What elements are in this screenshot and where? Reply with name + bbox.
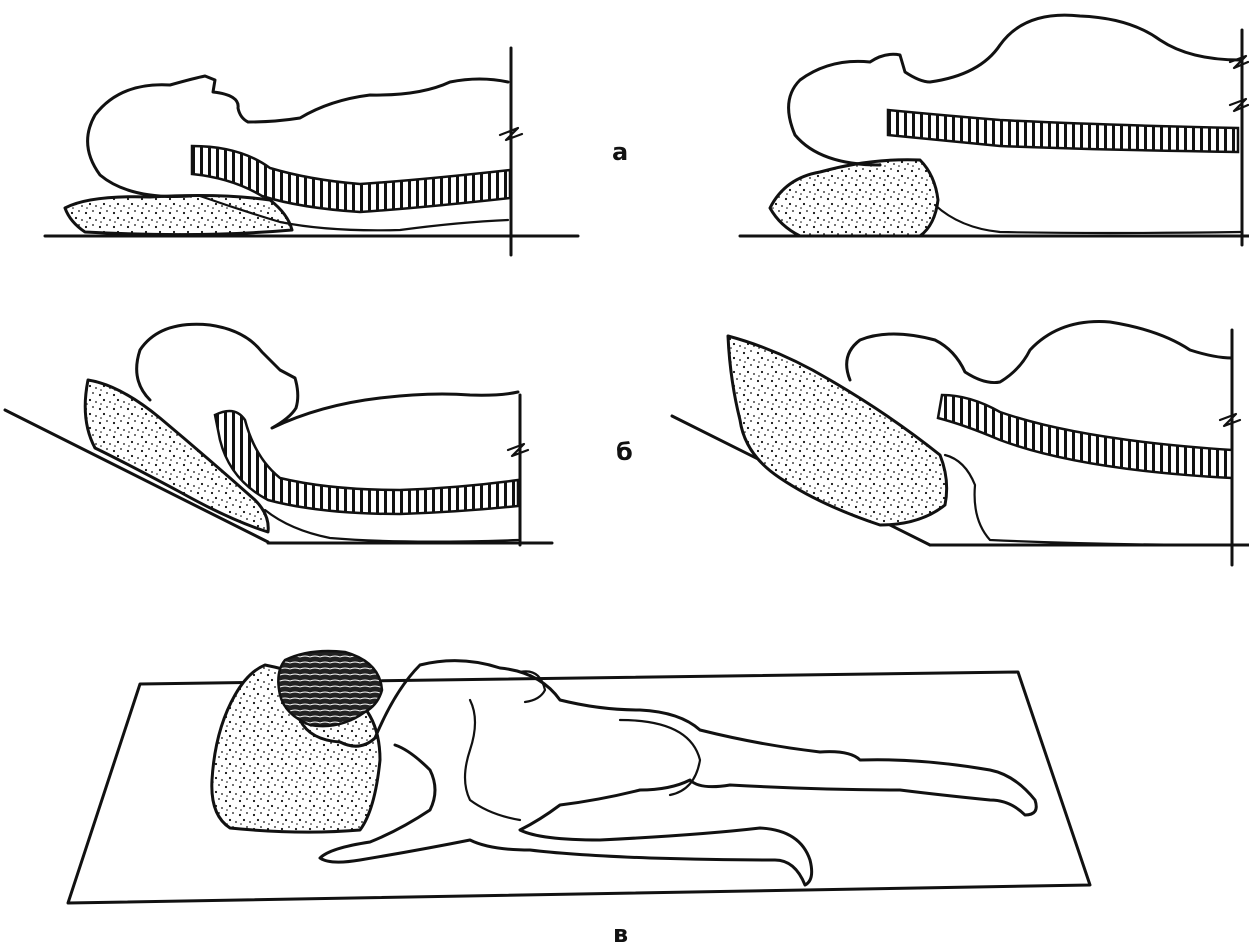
spine-column [938,395,1232,478]
break-mark [1230,56,1248,68]
back-outline [935,205,1240,233]
break-mark [1220,414,1240,426]
body-outline [137,324,518,428]
panel-v-prone-on-mat [68,651,1090,903]
label-v: в [613,920,628,947]
spine-column [215,411,518,514]
break-mark [508,444,528,456]
break-mark-2 [1230,99,1248,111]
label-a: а [612,138,628,166]
hip-outline [620,720,700,795]
pillow [770,160,938,236]
panel-b-right-inclined-incorrect [672,322,1249,565]
break-mark [500,128,522,140]
arm-outline [465,700,520,820]
pillow [728,336,947,525]
body-outline [300,661,1036,885]
spine-column [888,110,1238,152]
body-outline [847,322,1232,383]
panel-a-left-supine-flat-pillow [45,48,578,255]
panel-a-right-supine-high-pillow [740,15,1249,245]
panel-b-left-inclined-correct [5,324,552,545]
label-b: б [616,438,633,466]
